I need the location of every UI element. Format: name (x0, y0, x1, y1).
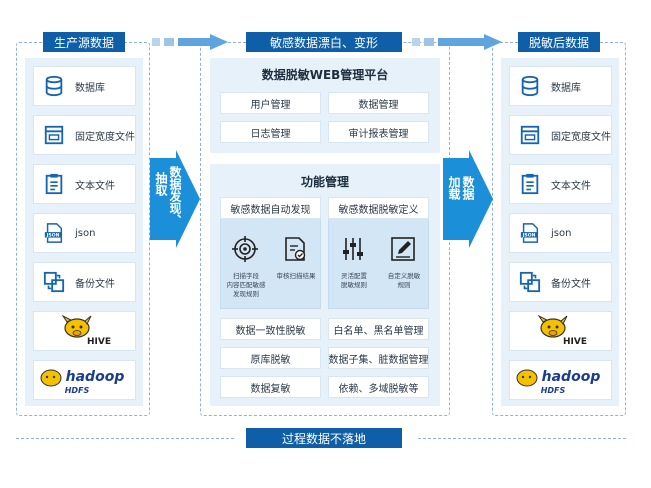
database-icon (45, 75, 63, 97)
target-item-backup-file: 备份文件 (509, 262, 612, 302)
in-place-masking-button[interactable]: 原库脱敏 (220, 347, 321, 369)
custom-rule-line: 自定义脱敏 (387, 272, 421, 280)
json-file-icon: JSON (520, 223, 539, 243)
target-item-label: 备份文件 (551, 278, 591, 290)
data-subset-button[interactable]: 数据子集、脏数据管理 (328, 347, 429, 369)
source-item-text-file: 文本文件 (33, 164, 136, 204)
dependency-multidomain-button[interactable]: 依赖、多域脱敏等 (328, 376, 429, 398)
data-management-button[interactable]: 数据管理 (328, 92, 429, 114)
hive-logo-icon: HIVE (537, 314, 587, 347)
function-management-title: 功能管理 (300, 175, 349, 189)
sliders-config-icon (343, 238, 363, 260)
flexible-config-line: 脱敏规则 (341, 281, 367, 289)
target-item-label: json (551, 227, 572, 239)
flexible-config-line: 灵活配置 (341, 272, 367, 280)
backup-file-icon (43, 271, 65, 293)
scan-rule-line: 扫描字段 (233, 272, 259, 280)
target-item-hadoop: hadoop HDFS (509, 360, 612, 400)
source-item-hive: HIVE (33, 311, 136, 351)
top-arrow-left (152, 34, 228, 50)
audit-report-management-button[interactable]: 审计报表管理 (328, 121, 429, 143)
web-platform-title: 数据脱敏WEB管理平台 (261, 68, 389, 82)
source-item-backup-file: 备份文件 (33, 262, 136, 302)
target-item-label: 固定宽度文件 (551, 131, 611, 143)
load-arrow-text-1: 数据 (461, 176, 475, 200)
target-item-label: 文本文件 (551, 180, 591, 192)
source-item-label: 数据库 (75, 82, 105, 94)
source-item-label: 备份文件 (75, 278, 115, 290)
custom-rule-text: 自定义脱敏 规则 (378, 272, 430, 290)
hdfs-logo-text: HDFS (540, 386, 565, 395)
data-remasking-button[interactable]: 数据复敏 (220, 376, 321, 398)
source-item-label: json (75, 227, 96, 239)
masking-definition-title[interactable]: 敏感数据脱敏定义 (328, 197, 429, 219)
backup-file-icon (519, 271, 541, 293)
consistent-masking-button[interactable]: 数据一致性脱敏 (220, 318, 321, 340)
load-arrow-text-2: 加载 (447, 176, 461, 200)
text-file-icon (45, 173, 63, 195)
whitelist-blacklist-button[interactable]: 白名单、黑名单管理 (328, 318, 429, 340)
hadoop-logo-text: hadoop (541, 369, 600, 385)
hive-logo-icon: HIVE (61, 314, 111, 347)
hive-logo-text: HIVE (87, 337, 111, 347)
hadoop-logo-icon: hadoop HDFS (516, 369, 600, 395)
source-item-label: 固定宽度文件 (75, 131, 135, 143)
extract-arrow-text-1: 抽取 (154, 172, 168, 196)
hadoop-logo-text: hadoop (65, 369, 124, 385)
hadoop-logo-icon: hadoop HDFS (40, 369, 124, 395)
review-result-text: 审核扫描结果 (270, 272, 322, 281)
source-item-database: 数据库 (33, 66, 136, 106)
source-title: 生产源数据 (43, 32, 125, 52)
scan-rule-line: 发现规则 (233, 290, 259, 298)
fixed-width-file-icon (44, 125, 64, 145)
extract-arrow-text-2: 数据发现、 (168, 166, 182, 226)
target-item-fixed-width-file: 固定宽度文件 (509, 115, 612, 155)
scan-rule-line: 内容匹配敏感 (226, 281, 266, 289)
log-management-button[interactable]: 日志管理 (220, 121, 321, 143)
json-badge-text: JSON (522, 233, 536, 239)
scan-rule-text: 扫描字段 内容匹配敏感 发现规则 (220, 272, 272, 299)
source-item-json: JSON json (33, 213, 136, 253)
source-item-fixed-width-file: 固定宽度文件 (33, 115, 136, 155)
target-title: 脱敏后数据 (518, 32, 600, 52)
database-icon (521, 75, 539, 97)
top-arrow-right (412, 34, 502, 50)
edit-rule-icon (391, 237, 415, 261)
target-item-database: 数据库 (509, 66, 612, 106)
hive-logo-text: HIVE (563, 337, 587, 347)
extract-arrow (150, 150, 200, 248)
target-item-json: JSON json (509, 213, 612, 253)
review-document-icon (285, 237, 306, 261)
source-item-label: 文本文件 (75, 180, 115, 192)
fixed-width-file-icon (520, 125, 540, 145)
text-file-icon (521, 173, 539, 195)
bottom-title: 过程数据不落地 (246, 428, 402, 448)
source-item-hadoop: hadoop HDFS (33, 360, 136, 400)
review-result-line: 审核扫描结果 (276, 272, 316, 280)
hdfs-logo-text: HDFS (64, 386, 89, 395)
load-arrow (443, 150, 493, 248)
user-management-button[interactable]: 用户管理 (220, 92, 321, 114)
custom-rule-line: 规则 (397, 281, 411, 289)
flexible-config-text: 灵活配置 脱敏规则 (328, 272, 380, 290)
bottom-dash-right (418, 438, 626, 439)
middle-title: 敏感数据漂白、变形 (246, 32, 402, 52)
target-item-text-file: 文本文件 (509, 164, 612, 204)
json-file-icon: JSON (44, 223, 63, 243)
target-item-label: 数据库 (551, 82, 581, 94)
target-scan-icon (232, 236, 258, 262)
bottom-dash-left (16, 438, 234, 439)
auto-discovery-title[interactable]: 敏感数据自动发现 (220, 197, 321, 219)
json-badge-text: JSON (46, 233, 60, 239)
target-item-hive: HIVE (509, 311, 612, 351)
